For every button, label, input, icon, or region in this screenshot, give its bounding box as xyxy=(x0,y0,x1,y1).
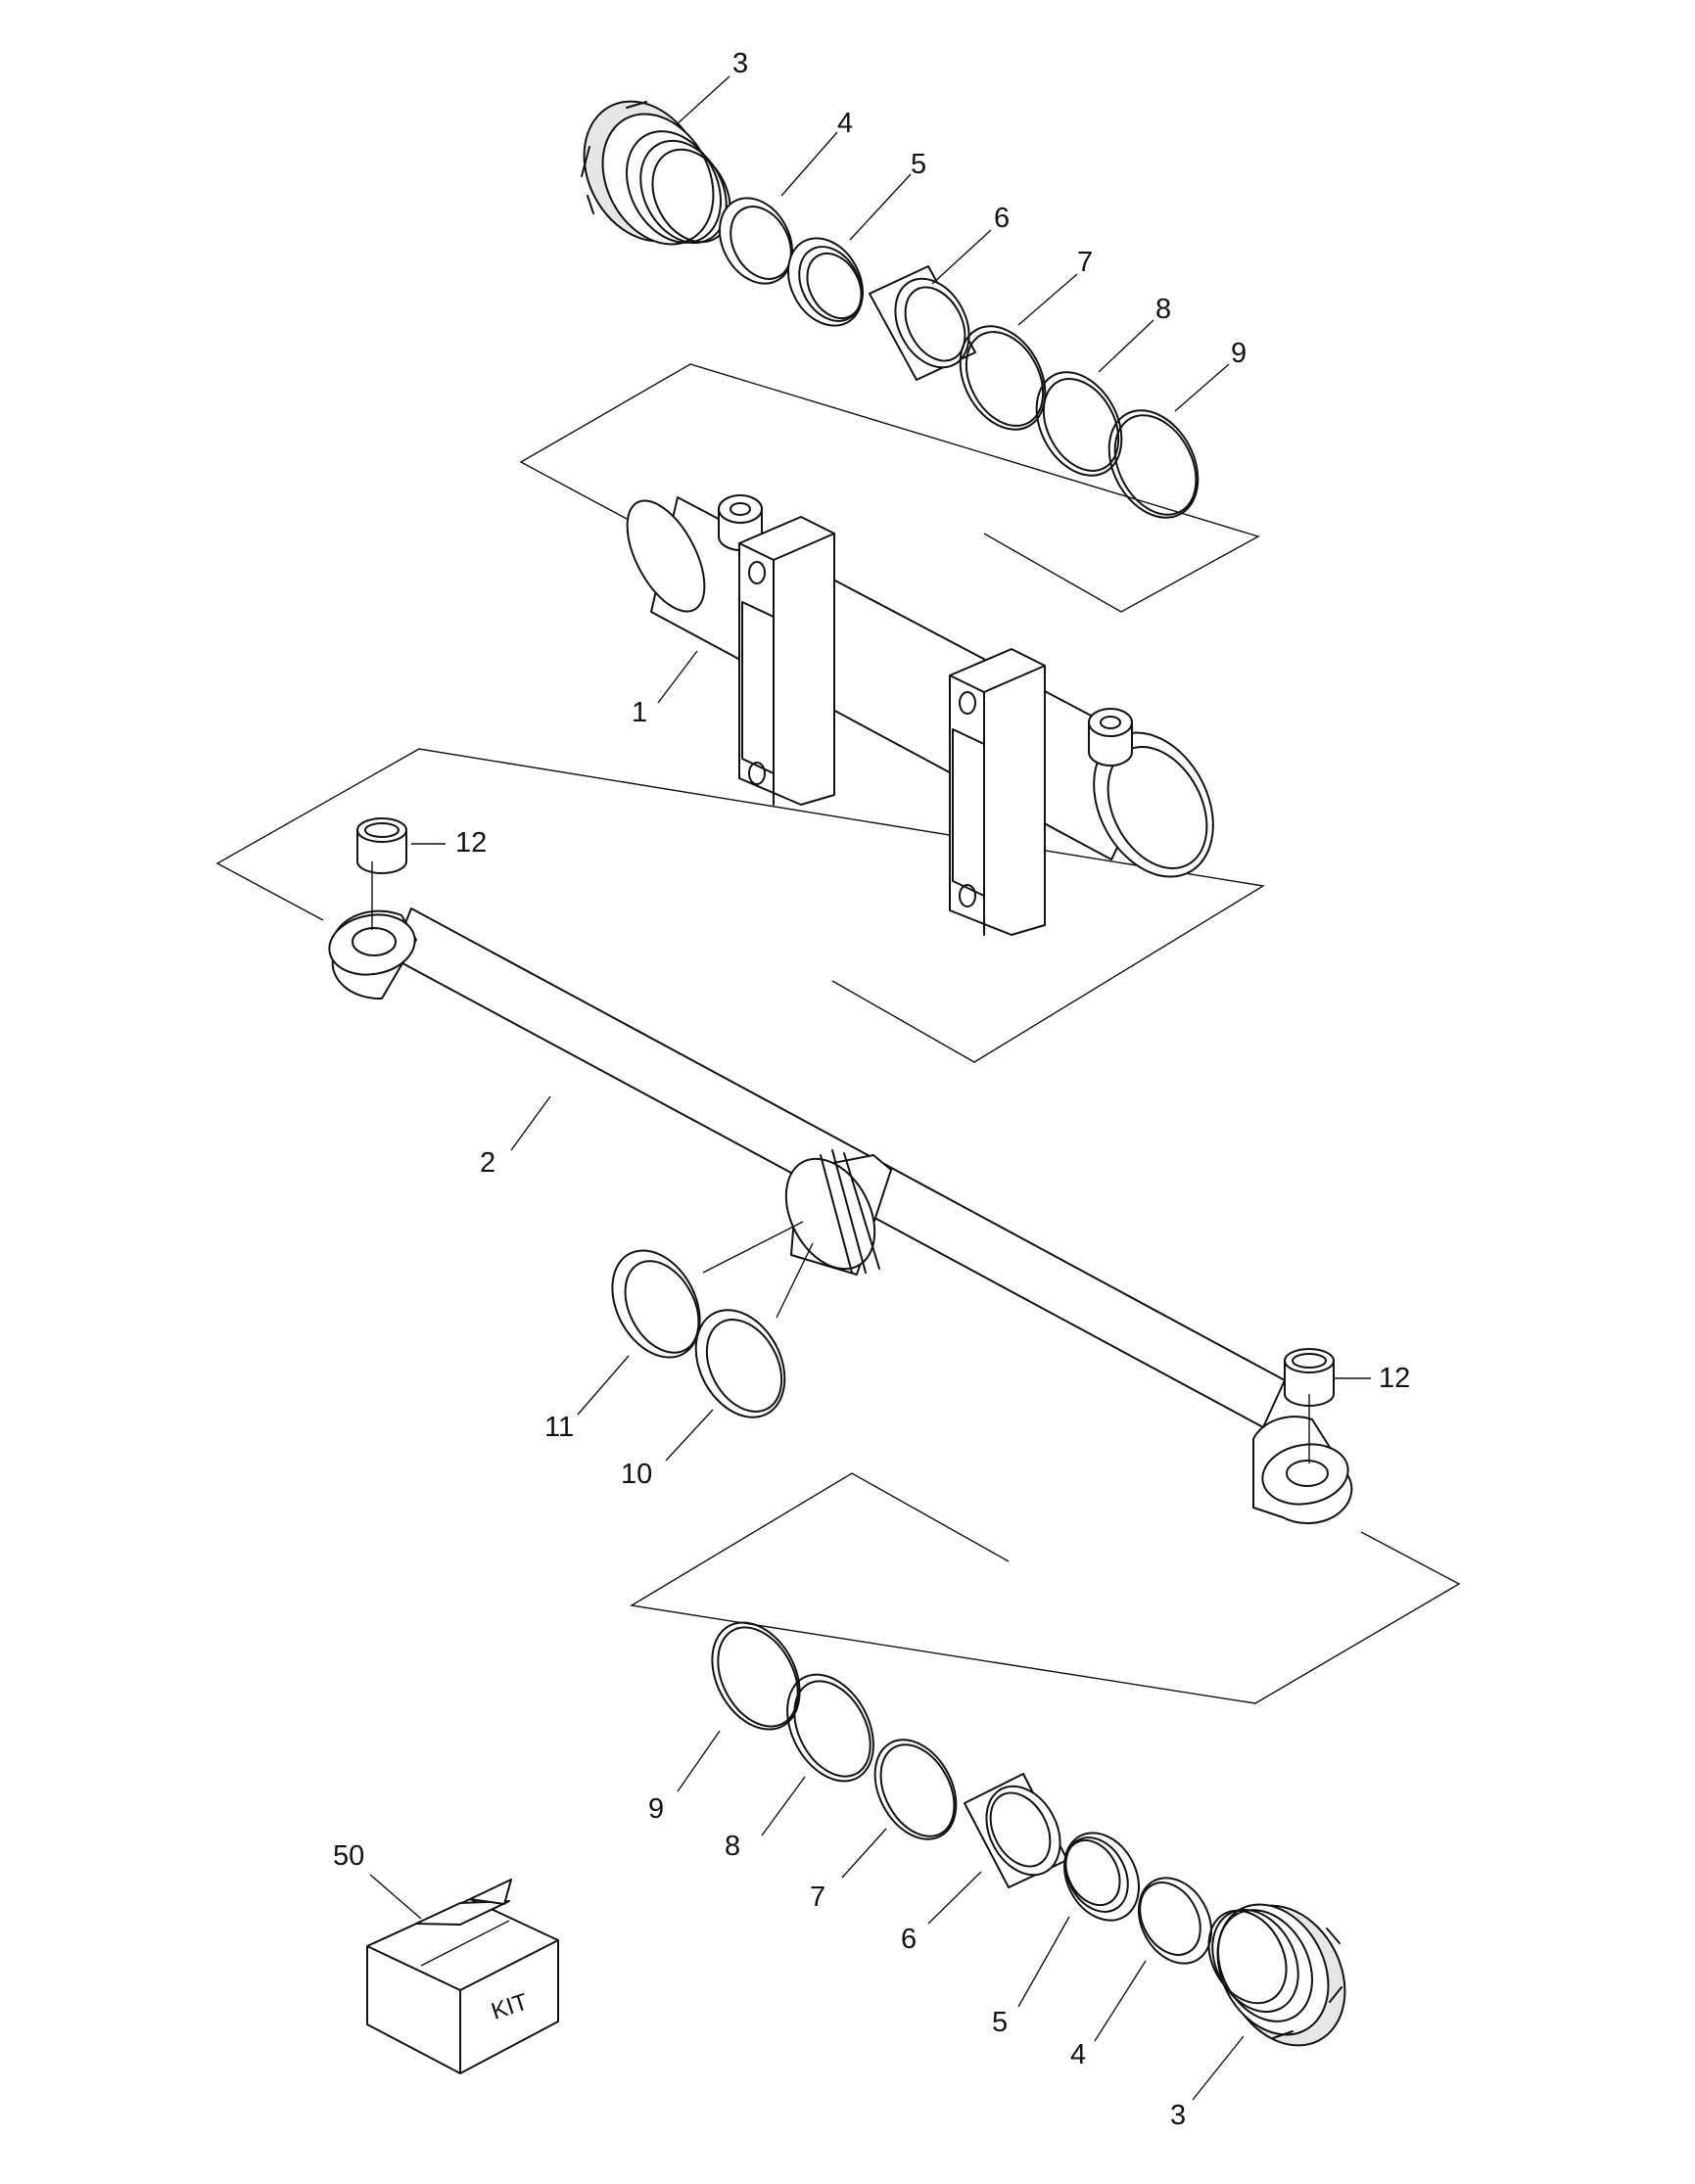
label-12-top: 12 xyxy=(455,827,487,859)
label-4-bottom: 4 xyxy=(1070,2039,1086,2070)
label-50-kit: 50 xyxy=(333,1840,364,1872)
part-labels: 3 4 5 6 7 8 9 1 12 2 12 11 10 9 8 7 6 5 … xyxy=(333,48,1410,2131)
seal-ring-4-top xyxy=(719,197,793,285)
label-3-bottom: 3 xyxy=(1170,2100,1186,2131)
seal-ring-5-top xyxy=(787,237,864,327)
label-7-bottom: 7 xyxy=(810,1882,825,1913)
label-8-top: 8 xyxy=(1155,294,1171,325)
o-ring-8-top xyxy=(1035,371,1123,477)
bushing-12-top xyxy=(356,817,407,930)
seal-ring-5-bottom xyxy=(1063,1832,1140,1922)
plane-lower xyxy=(629,1472,1461,1704)
o-ring-7-bottom xyxy=(873,1739,958,1840)
label-8-bottom: 8 xyxy=(725,1831,740,1862)
gland-nut-bottom xyxy=(1207,1903,1346,2047)
label-3-top: 3 xyxy=(732,48,748,79)
label-11-piston: 11 xyxy=(544,1412,574,1443)
label-4-top: 4 xyxy=(837,108,853,139)
bushing-6-top xyxy=(869,265,976,381)
piston-ring-10 xyxy=(694,1242,814,1418)
piston-rod xyxy=(328,907,1353,1525)
o-ring-9-top xyxy=(1107,409,1200,519)
cylinder-barrel xyxy=(626,494,1214,936)
plane-upper xyxy=(519,363,1260,613)
leader-lines xyxy=(369,75,1371,2101)
gland-nut-top xyxy=(581,100,731,246)
label-12-bottom: 12 xyxy=(1379,1363,1410,1394)
label-6-top: 6 xyxy=(994,203,1010,234)
piston-ring-11 xyxy=(611,1221,804,1359)
label-1-barrel: 1 xyxy=(632,697,647,728)
seal-ring-4-bottom xyxy=(1138,1877,1212,1965)
label-6-bottom: 6 xyxy=(901,1924,917,1955)
o-ring-8-bottom xyxy=(786,1673,874,1783)
label-7-top: 7 xyxy=(1077,247,1093,278)
label-5-bottom: 5 xyxy=(992,2007,1008,2038)
label-5-top: 5 xyxy=(911,149,926,180)
o-ring-7-top xyxy=(959,325,1047,431)
bushing-6-bottom xyxy=(964,1773,1068,1888)
label-2-rod: 2 xyxy=(480,1147,495,1179)
plane-middle xyxy=(215,748,1265,1063)
label-10-piston: 10 xyxy=(621,1459,652,1490)
label-9-bottom: 9 xyxy=(648,1793,664,1825)
bushing-12-bottom xyxy=(1284,1348,1335,1464)
o-ring-9-bottom xyxy=(711,1621,801,1731)
label-9-top: 9 xyxy=(1231,338,1247,369)
kit-box: KIT xyxy=(366,1879,559,2074)
